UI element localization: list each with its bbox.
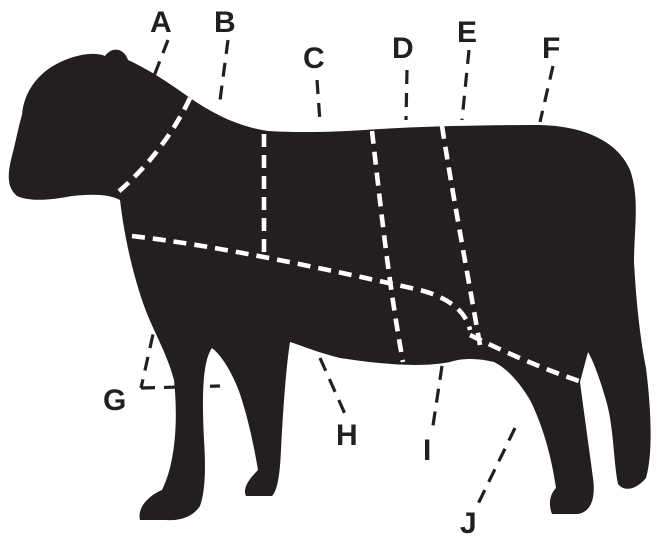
- leader-line-i: [432, 366, 442, 432]
- label-d: D: [392, 32, 414, 65]
- leader-line-a: [154, 40, 168, 76]
- leader-line-g-upper: [141, 312, 158, 388]
- leader-line-b: [219, 40, 228, 108]
- label-b: B: [214, 6, 236, 39]
- leader-line-d: [406, 70, 407, 120]
- label-c: C: [303, 42, 325, 75]
- label-a: A: [150, 6, 172, 39]
- leader-line-f: [540, 66, 553, 122]
- lamb-silhouette: [9, 50, 651, 521]
- label-i: I: [423, 434, 431, 467]
- leader-line-h: [320, 358, 345, 414]
- lamb-body: [9, 50, 651, 521]
- label-f: F: [542, 32, 560, 65]
- leader-line-c: [317, 80, 320, 122]
- leader-line-e: [462, 50, 469, 120]
- label-j: J: [460, 507, 477, 540]
- label-e: E: [457, 16, 477, 49]
- label-h: H: [336, 419, 358, 452]
- leader-line-j: [478, 428, 515, 504]
- label-g: G: [103, 384, 126, 417]
